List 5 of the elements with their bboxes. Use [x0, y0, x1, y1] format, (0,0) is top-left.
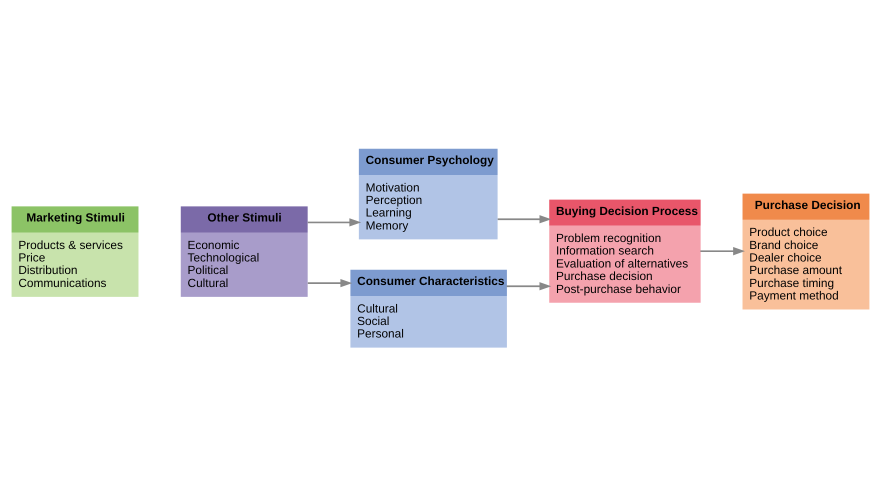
arrow: [498, 215, 552, 224]
arrow: [308, 218, 362, 227]
arrow: [308, 278, 352, 288]
arrow: [506, 282, 552, 290]
arrow: [700, 247, 745, 256]
